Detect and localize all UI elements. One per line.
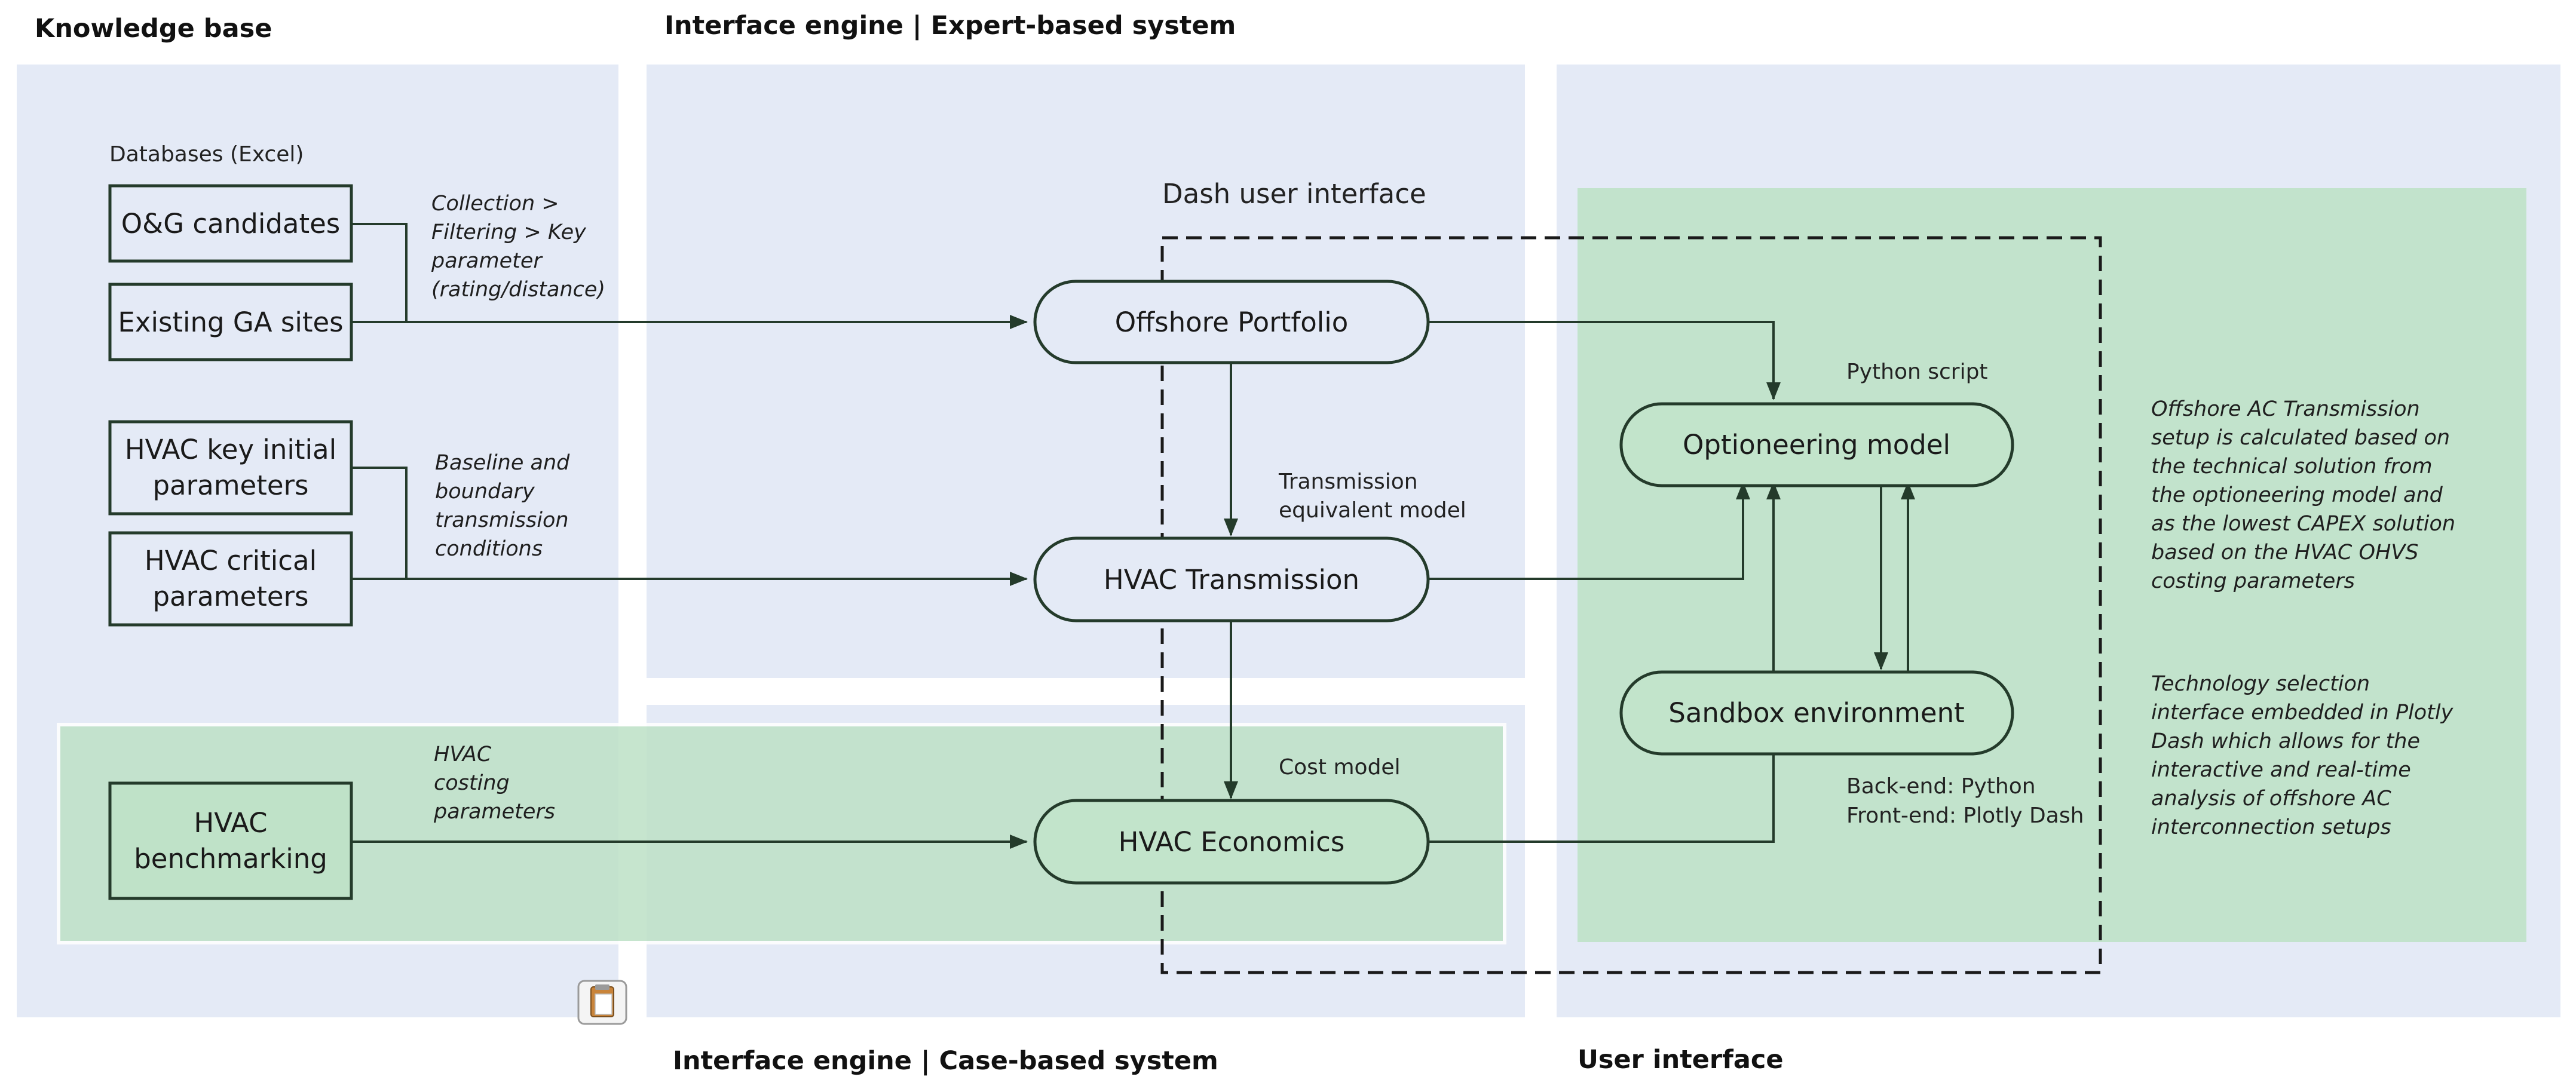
offshore-ac-note: Offshore AC Transmission setup is calcul… bbox=[2151, 397, 2455, 593]
transmission-model-label-2: equivalent model bbox=[1279, 498, 1466, 523]
technology-note-line: interface embedded in Plotly bbox=[2151, 701, 2454, 725]
costing-note: HVAC costing parameters bbox=[433, 743, 555, 824]
hvac-benchmarking-label-2: benchmarking bbox=[134, 843, 327, 875]
offshore-ac-note-line: the technical solution from bbox=[2151, 455, 2433, 478]
technology-note-line: interconnection setups bbox=[2151, 815, 2391, 839]
hvac-benchmarking-box: HVAC benchmarking bbox=[108, 781, 353, 900]
hvac-key-label-1: HVAC key initial bbox=[125, 434, 336, 465]
baseline-note-line: Baseline and bbox=[435, 451, 570, 475]
hvac-economics-label: HVAC Economics bbox=[1119, 826, 1345, 858]
og-candidates-label: O&G candidates bbox=[121, 208, 341, 240]
hvac-benchmarking-label-1: HVAC bbox=[194, 807, 267, 839]
clipboard-icon[interactable] bbox=[577, 980, 627, 1025]
existing-ga-label: Existing GA sites bbox=[118, 306, 343, 338]
hvac-key-label-2: parameters bbox=[152, 470, 308, 501]
hvac-economics-node: HVAC Economics bbox=[1033, 799, 1430, 885]
baseline-note-line: conditions bbox=[435, 537, 543, 561]
baseline-note-line: boundary bbox=[435, 480, 535, 504]
baseline-note-line: transmission bbox=[435, 508, 569, 532]
knowledge-base-header: Knowledge base bbox=[35, 14, 272, 44]
offshore-ac-note-line: Offshore AC Transmission bbox=[2151, 397, 2420, 421]
optioneering-label: Optioneering model bbox=[1683, 429, 1950, 461]
hvac-key-box: HVAC key initial parameters bbox=[108, 420, 353, 516]
offshore-portfolio-label: Offshore Portfolio bbox=[1115, 306, 1349, 338]
costing-note-line: costing bbox=[434, 771, 510, 795]
technology-note-line: Dash which allows for the bbox=[2151, 729, 2420, 753]
costing-note-line: parameters bbox=[433, 800, 555, 824]
offshore-ac-note-line: costing parameters bbox=[2151, 569, 2355, 593]
user-interface-region bbox=[1578, 188, 2526, 942]
costing-note-line: HVAC bbox=[434, 743, 492, 766]
hvac-critical-label-1: HVAC critical bbox=[145, 545, 317, 576]
technology-note-line: analysis of offshore AC bbox=[2151, 787, 2391, 811]
hvac-transmission-label: HVAC Transmission bbox=[1104, 564, 1359, 596]
existing-ga-box: Existing GA sites bbox=[108, 283, 353, 361]
offshore-portfolio-node: Offshore Portfolio bbox=[1033, 280, 1430, 364]
og-candidates-box: O&G candidates bbox=[108, 184, 353, 263]
offshore-ac-note-line: based on the HVAC OHVS bbox=[2151, 541, 2418, 565]
backend-label: Back-end: Python bbox=[1846, 774, 2036, 799]
expert-system-header: Interface engine | Expert-based system bbox=[664, 11, 1236, 41]
offshore-ac-note-line: the optioneering model and bbox=[2151, 483, 2443, 507]
technology-note: Technology selection interface embedded … bbox=[2151, 672, 2454, 839]
offshore-ac-note-line: as the lowest CAPEX solution bbox=[2151, 512, 2455, 536]
baseline-note: Baseline and boundary transmission condi… bbox=[435, 451, 570, 561]
hvac-transmission-node: HVAC Transmission bbox=[1033, 536, 1430, 622]
frontend-label: Front-end: Plotly Dash bbox=[1846, 803, 2084, 828]
technology-note-line: interactive and real-time bbox=[2151, 758, 2411, 782]
transmission-model-label-1: Transmission bbox=[1278, 470, 1418, 494]
connectors bbox=[351, 223, 1915, 849]
dash-ui-label: Dash user interface bbox=[1162, 178, 1426, 210]
hvac-critical-label-2: parameters bbox=[152, 581, 308, 612]
user-interface-header: User interface bbox=[1578, 1045, 1784, 1075]
collection-note-line: Filtering > Key bbox=[431, 220, 587, 244]
collection-note-line: (rating/distance) bbox=[431, 278, 605, 302]
optioneering-node: Optioneering model bbox=[1619, 402, 2014, 487]
sandbox-label: Sandbox environment bbox=[1668, 697, 1964, 729]
sandbox-node: Sandbox environment bbox=[1619, 670, 2014, 756]
offshore-ac-note-line: setup is calculated based on bbox=[2151, 426, 2450, 450]
case-system-header: Interface engine | Case-based system bbox=[673, 1046, 1218, 1076]
python-script-label: Python script bbox=[1846, 360, 1988, 384]
technology-note-line: Technology selection bbox=[2151, 672, 2370, 696]
cost-model-label: Cost model bbox=[1279, 755, 1401, 780]
collection-note-line: parameter bbox=[431, 249, 543, 273]
collection-note-line: Collection > bbox=[431, 192, 559, 216]
collection-note: Collection > Filtering > Key parameter (… bbox=[431, 192, 605, 302]
hvac-critical-box: HVAC critical parameters bbox=[108, 531, 353, 627]
databases-label: Databases (Excel) bbox=[109, 142, 304, 167]
